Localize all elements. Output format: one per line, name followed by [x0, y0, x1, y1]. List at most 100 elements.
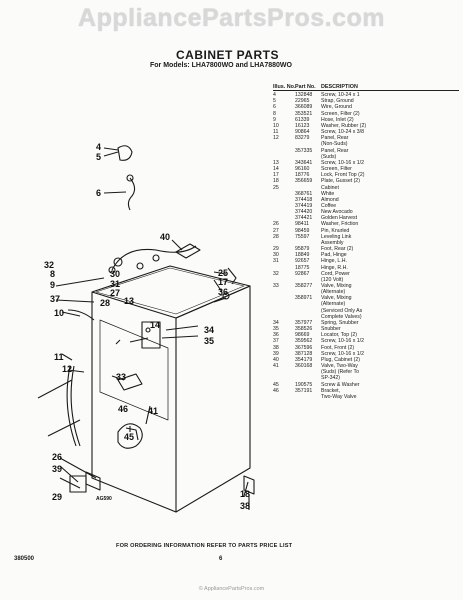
row-description: Strap, Ground	[321, 98, 354, 105]
row-illus-no: 5	[273, 98, 276, 105]
cabinet-front	[91, 292, 177, 513]
row-illus-no: 45	[273, 381, 279, 388]
row-description: Snubber	[321, 326, 341, 333]
callout-45: 45	[124, 432, 134, 442]
row-description: Panel, Rear	[321, 147, 349, 154]
row-illus-no	[273, 394, 295, 400]
row-illus-no: 28	[273, 233, 279, 240]
row-description: Plate, Gusset (2)	[321, 178, 360, 185]
row-description: (Non-Suds)	[321, 141, 348, 148]
callout-39: 39	[52, 464, 62, 474]
callout-25: 25	[218, 268, 228, 278]
callout-34: 34	[204, 325, 214, 335]
callout-33: 33	[116, 372, 126, 382]
inlet-hose	[66, 365, 77, 447]
row-illus-no: 26	[273, 221, 279, 228]
cabinet-side	[175, 285, 251, 513]
row-part-no	[295, 394, 321, 400]
callout-37: 37	[50, 294, 60, 304]
callout-4: 4	[96, 142, 101, 152]
row-description: (Alternate)	[321, 289, 346, 296]
row-description: Washer, Rubber (2)	[321, 122, 367, 129]
row-description: Screen, Filter (2)	[321, 110, 360, 117]
row-part-no: 61339	[295, 116, 310, 123]
row-description: Hinge, R.H.	[321, 264, 348, 271]
parts-list-header: Illus. No. Part No. DESCRIPTION	[273, 84, 459, 92]
callout-30: 30	[110, 269, 120, 279]
callout-35: 35	[204, 336, 214, 346]
row-illus-no: 4	[273, 92, 276, 99]
table-row: (Alternate)	[273, 289, 459, 295]
callout-36: 36	[218, 287, 228, 297]
row-description: Pad, Hinge	[321, 252, 347, 259]
callout-46: 46	[118, 404, 128, 414]
row-description: (Serviced Only As	[321, 307, 363, 314]
row-part-no: 18776	[295, 172, 310, 179]
row-description: Wire, Ground	[321, 104, 352, 111]
row-description: Bracket,	[321, 387, 341, 394]
row-part-no: 374420	[295, 209, 313, 216]
row-description: Golden Harvest	[321, 215, 358, 222]
row-illus-no: 33	[273, 283, 279, 289]
ground-wire	[127, 177, 136, 211]
page-subtitle: For Models: LHA7800WO and LHA7880WO	[150, 62, 292, 69]
row-illus-no: 46	[273, 387, 279, 394]
row-description: (Suds) (Refer To	[321, 369, 359, 376]
row-part-no: 22965	[295, 98, 310, 105]
table-row: (120 Volt)	[273, 277, 459, 283]
row-part-no: 98459	[295, 227, 310, 234]
callout-8: 8	[50, 269, 55, 279]
row-part-no: 96160	[295, 166, 310, 173]
row-description: Cord, Power	[321, 270, 350, 277]
callout-31: 31	[110, 279, 120, 289]
rear-foot	[85, 471, 101, 491]
row-part-no: 92657	[295, 258, 310, 265]
watermark-logo: AppliancePartsPros.com	[78, 4, 385, 32]
row-description: Washer, Friction	[321, 221, 359, 228]
row-illus-no: 18	[273, 178, 279, 185]
callout-6: 6	[96, 188, 101, 198]
row-part-no: 358971	[295, 295, 313, 302]
callout-5: 5	[96, 152, 101, 162]
row-part-no: 98669	[295, 332, 310, 339]
callout-18: 18	[240, 489, 250, 499]
row-description: Screw, 10-16 x 1/2	[321, 159, 364, 166]
row-part-no: 90864	[295, 129, 310, 136]
callout-29: 29	[52, 492, 62, 502]
row-part-no: 16123	[295, 122, 310, 129]
row-description: Cabinet	[321, 184, 339, 191]
copyright-notice: © AppliancePartsPros.com	[198, 586, 265, 592]
row-part-no: 374418	[295, 196, 313, 203]
row-part-no: 92867	[295, 270, 310, 277]
table-row: Assembly	[273, 240, 459, 246]
row-part-no: 357977	[295, 319, 313, 326]
row-part-no: 353521	[295, 110, 313, 117]
callout-26: 26	[52, 452, 62, 462]
row-part-no: 367596	[295, 344, 313, 351]
row-illus-no: 38	[273, 344, 279, 351]
callout-9: 9	[50, 280, 55, 290]
table-row: (Suds)	[273, 154, 459, 160]
row-description: Leveling Link	[321, 233, 352, 240]
row-description: (120 Volt)	[321, 276, 344, 283]
row-description: Almond	[321, 196, 339, 203]
row-description: Screw, 10-16 x 1/2	[321, 350, 364, 357]
header-description: DESCRIPTION	[321, 84, 358, 90]
front-foot	[243, 475, 255, 495]
